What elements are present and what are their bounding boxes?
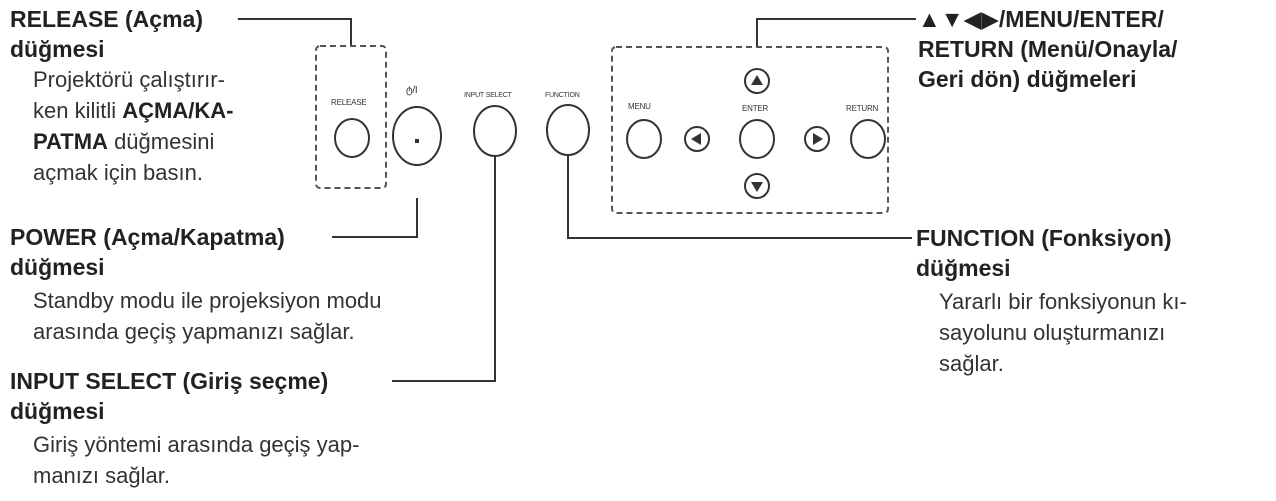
nav-buttons-callout: ▲▼◀▶/MENU/ENTER/ RETURN (Menü/Onayla/ Ge… [918,4,1177,94]
function-leader-line [567,150,912,239]
input-select-heading-1: INPUT SELECT (Giriş seçme) [10,368,329,394]
function-desc-line1: Yararlı bir fonksiyonun kı- [939,289,1187,314]
release-dashed-box [315,45,387,189]
function-heading-2: düğmesi [916,255,1011,281]
function-description: Yararlı bir fonksiyonun kı- sayolunu olu… [916,286,1187,379]
nav-heading-2: RETURN (Menü/Onayla/ [918,36,1178,62]
power-desc-line1: Standby modu ile projeksiyon modu [33,288,382,313]
release-callout: RELEASE (Açma) düğmesi Projektörü çalışt… [10,4,233,188]
input-select-desc-line2: manızı sağlar. [33,463,170,488]
input-select-desc-line1: Giriş yöntemi arasında geçiş yap- [33,432,360,457]
menu-panel-label: MENU [628,102,651,111]
input-select-description: Giriş yöntemi arasında geçiş yap- manızı… [10,429,359,491]
release-description: Projektörü çalıştırır- ken kilitli AÇMA/… [10,64,233,188]
input-select-leader-line [392,152,496,382]
power-description: Standby modu ile projeksiyon modu arasın… [10,285,382,347]
power-desc-line2: arasında geçiş yapmanızı sağlar. [33,319,355,344]
release-desc-line3: PATMA düğmesini [33,126,233,157]
return-button [850,119,886,159]
right-arrow-icon [813,133,823,145]
function-panel-label: FUNCTION [545,92,580,99]
nav-dashed-box [611,46,889,214]
power-indicator-dot [415,139,419,143]
up-arrow-icon [751,75,763,85]
release-desc-line2-text: ken kilitli [33,98,123,123]
nav-heading-1: ▲▼◀▶/MENU/ENTER/ [918,6,1164,32]
power-heading-1: POWER (Açma/Kapatma) [10,224,285,250]
menu-button [626,119,662,159]
input-select-heading-2: düğmesi [10,398,105,424]
release-desc-line4: açmak için basın. [33,160,203,185]
nav-leader-line [756,18,916,47]
function-desc-line3: sağlar. [939,351,1004,376]
input-select-panel-label: INPUT SELECT [464,92,513,99]
function-heading-1: FUNCTION (Fonksiyon) [916,225,1172,251]
nav-heading-3: Geri dön) düğmeleri [918,66,1137,92]
left-arrow-icon [691,133,701,145]
release-leader-line [238,18,352,46]
release-button [334,118,370,158]
release-desc-line3-text: düğmesini [107,129,215,154]
release-desc-line2: ken kilitli AÇMA/KA- [33,95,233,126]
release-heading-2: düğmesi [10,36,105,62]
power-button [392,106,442,166]
function-desc-line2: sayolunu oluşturmanızı [939,320,1166,345]
release-heading-1: RELEASE (Açma) [10,6,203,32]
release-panel-label: RELEASE [331,98,367,107]
function-callout: FUNCTION (Fonksiyon) düğmesi Yararlı bir… [916,223,1187,379]
power-heading-2: düğmesi [10,254,105,280]
release-desc-line3-bold: PATMA [33,129,108,154]
enter-panel-label: ENTER [742,104,769,113]
function-button [546,104,590,156]
down-arrow-icon [751,182,763,192]
input-select-callout: INPUT SELECT (Giriş seçme) düğmesi Giriş… [10,366,359,491]
return-panel-label: RETURN [846,104,879,113]
release-desc-line1: Projektörü çalıştırır- [33,67,225,92]
power-callout: POWER (Açma/Kapatma) düğmesi Standby mod… [10,222,382,347]
release-desc-line2-bold: AÇMA/KA- [122,98,234,123]
power-panel-label: ტ/I [406,85,418,96]
power-leader-line [332,198,418,238]
enter-button [739,119,775,159]
input-select-button [473,105,517,157]
